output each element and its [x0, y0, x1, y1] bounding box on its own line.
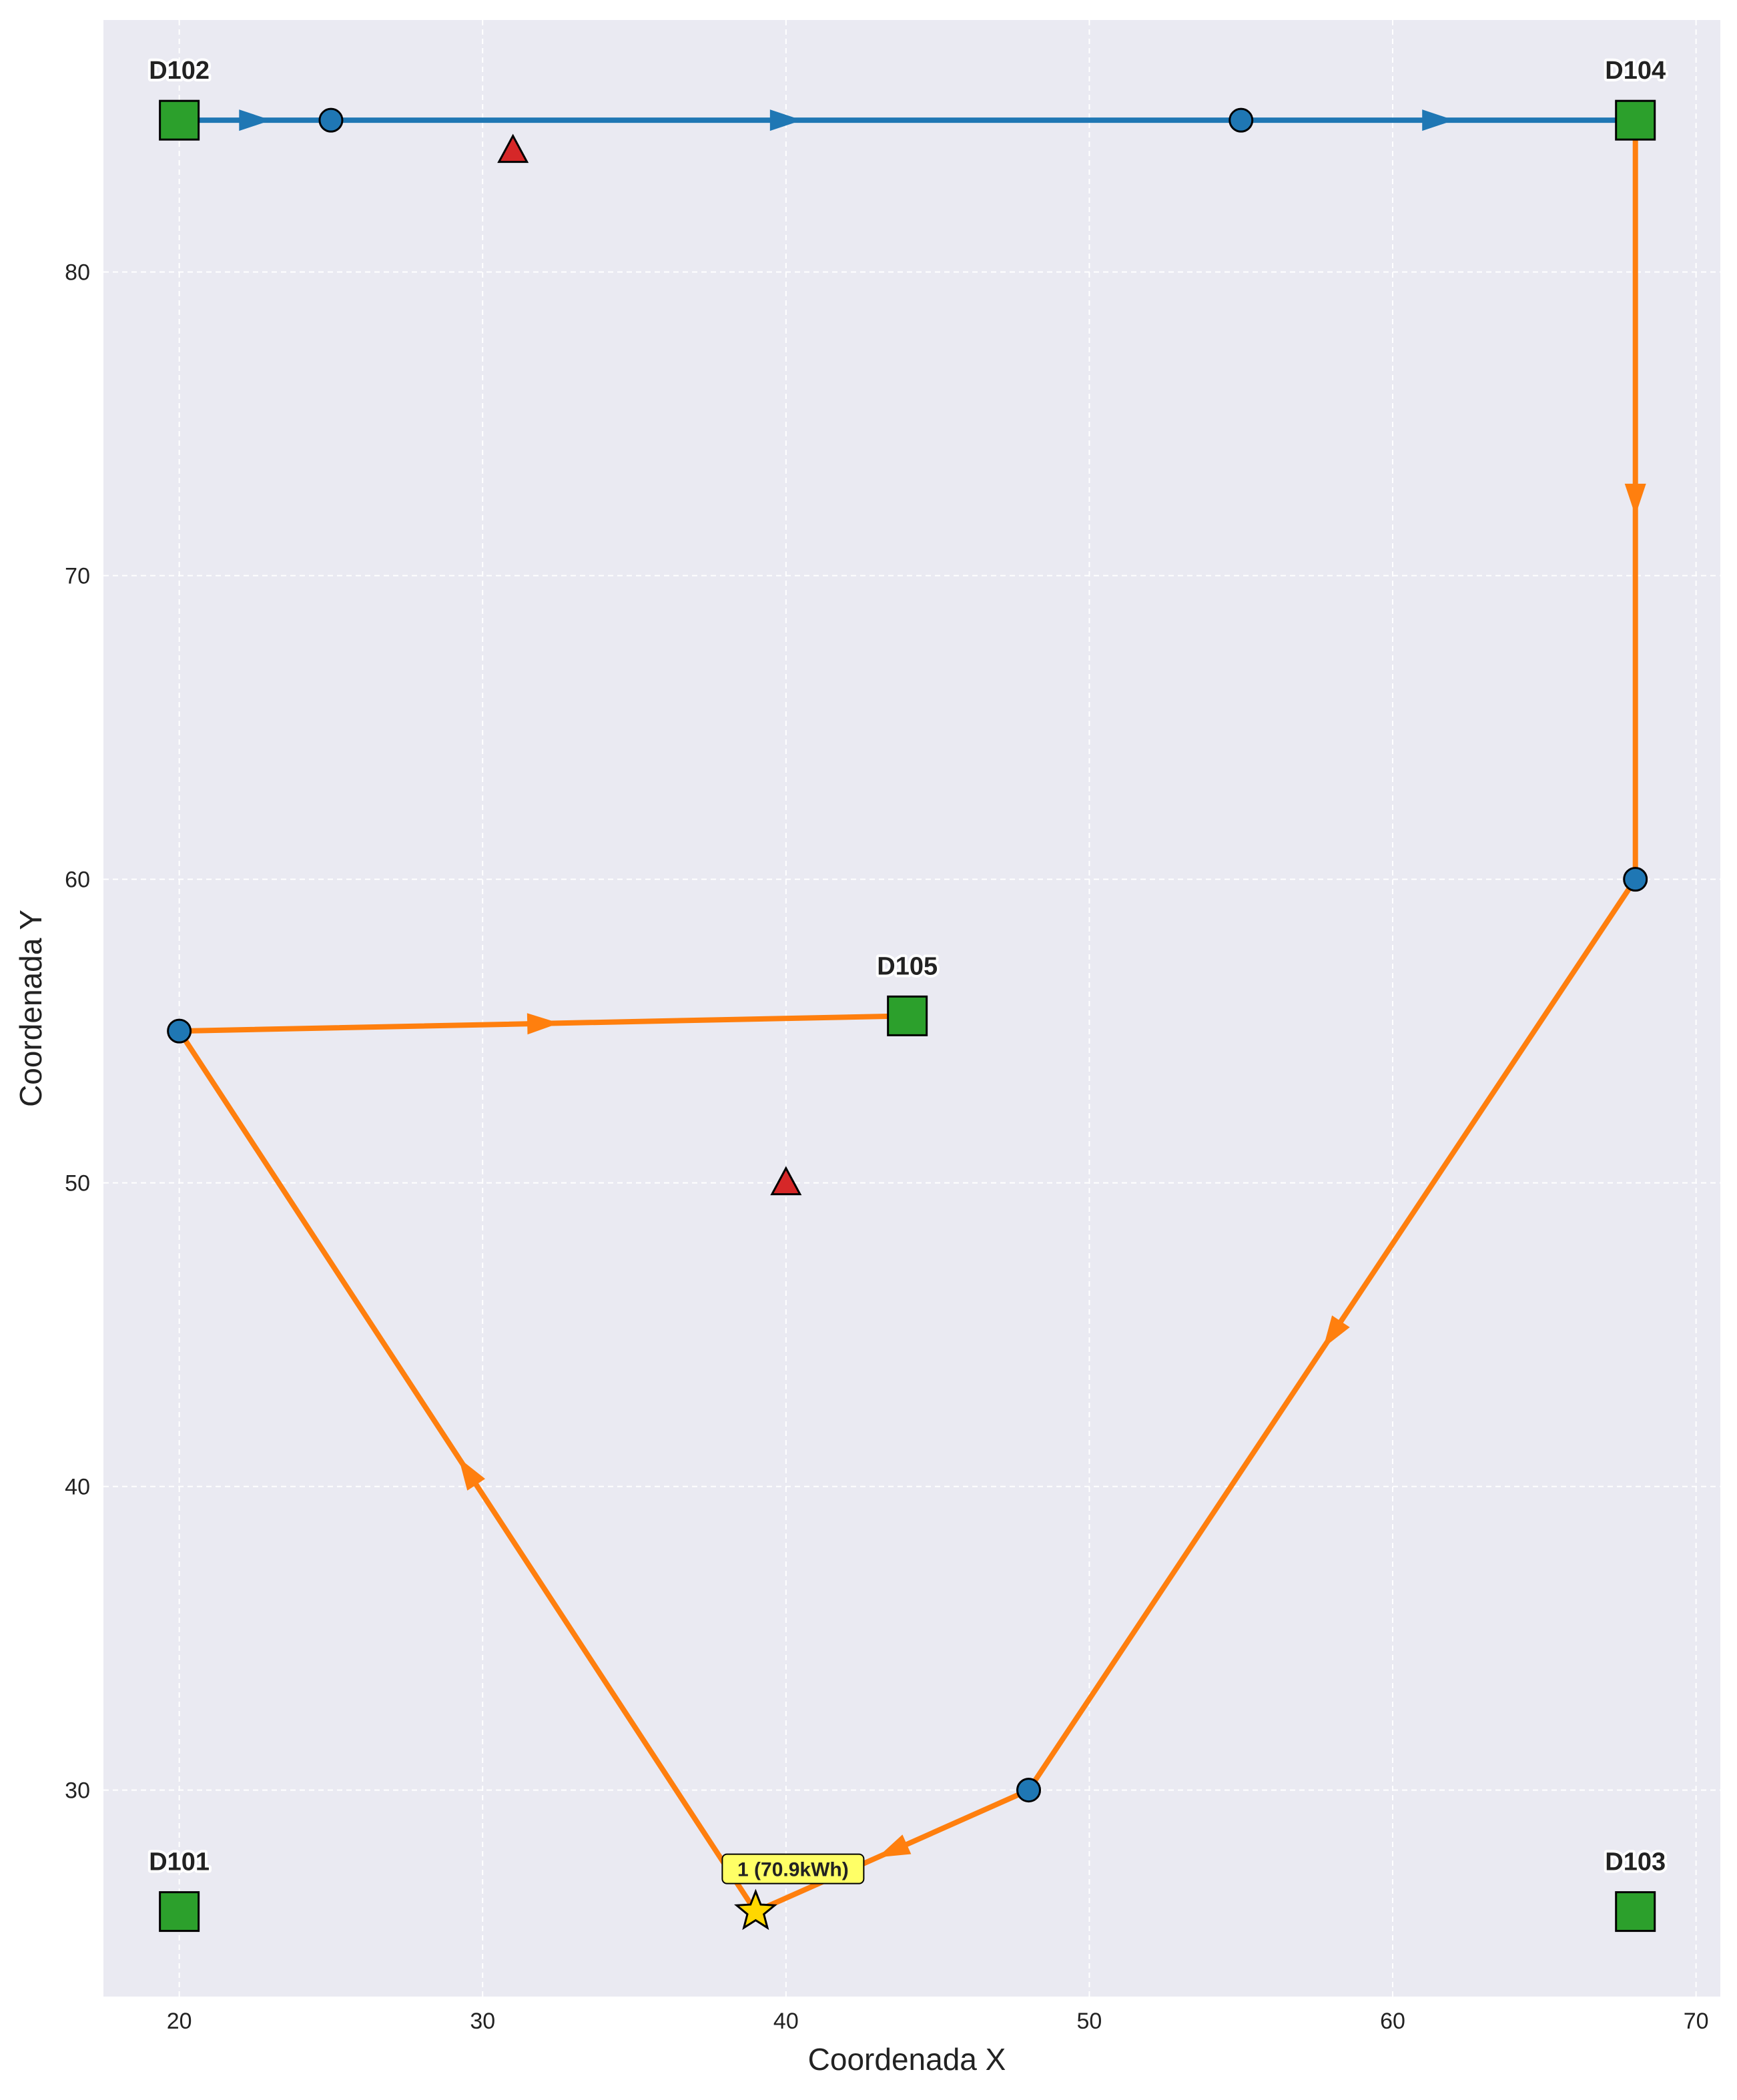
- x-tick-label: 50: [1077, 2009, 1102, 2034]
- depot-marker: [887, 995, 928, 1036]
- charging-event-star-marker: [733, 1888, 777, 1931]
- depot-marker: [1615, 99, 1656, 141]
- x-tick-label: 60: [1380, 2009, 1405, 2034]
- customer-marker: [318, 107, 344, 133]
- y-tick-label: 40: [65, 1475, 90, 1500]
- depot-label: D103: [1605, 1848, 1666, 1876]
- customer-marker: [1623, 867, 1648, 892]
- route-direction-arrow: [769, 109, 802, 131]
- y-tick-label: 30: [65, 1778, 90, 1804]
- y-tick-label: 80: [65, 260, 90, 286]
- depot-marker: [159, 99, 200, 141]
- route-direction-arrow: [527, 1013, 560, 1035]
- markers: [159, 99, 1656, 1933]
- grid-lines: [103, 20, 1720, 1997]
- charging-station-marker: [770, 1166, 802, 1196]
- customer-marker: [167, 1018, 192, 1044]
- y-axis-title: Coordenada Y: [13, 910, 48, 1107]
- y-tick-label: 50: [65, 1171, 90, 1196]
- charging-label-box: [721, 1853, 865, 1884]
- depot-marker: [1615, 1891, 1656, 1933]
- depot-label: D102: [149, 57, 210, 85]
- axis-ticks: 20 30 40 50 60 70 30 40 50 60 70 80: [65, 260, 1708, 2034]
- route-direction-arrow: [1624, 483, 1646, 516]
- customer-marker: [1016, 1778, 1042, 1803]
- depot-label: D105: [877, 952, 938, 980]
- charging-station-marker: [497, 133, 529, 163]
- routes: [176, 109, 1646, 1914]
- route-direction-arrow: [458, 1457, 486, 1491]
- route-direction-arrow: [1323, 1315, 1350, 1349]
- x-tick-label: 40: [773, 2009, 799, 2034]
- y-tick-label: 70: [65, 564, 90, 589]
- route-direction-arrow: [1422, 109, 1455, 131]
- route-direction-arrow: [878, 1834, 912, 1858]
- x-tick-label: 70: [1684, 2009, 1709, 2034]
- charging-label: 1 (70.9kWh): [737, 1859, 849, 1881]
- x-tick-label: 30: [470, 2009, 495, 2034]
- depot-marker: [159, 1891, 200, 1933]
- depot-label: D104: [1605, 57, 1666, 85]
- y-tick-label: 60: [65, 867, 90, 893]
- depot-label: D101: [149, 1848, 210, 1876]
- x-axis-title: Coordenada X: [808, 2042, 1006, 2077]
- route-direction-arrow: [239, 109, 272, 131]
- x-tick-label: 20: [167, 2009, 192, 2034]
- customer-marker: [1229, 107, 1254, 133]
